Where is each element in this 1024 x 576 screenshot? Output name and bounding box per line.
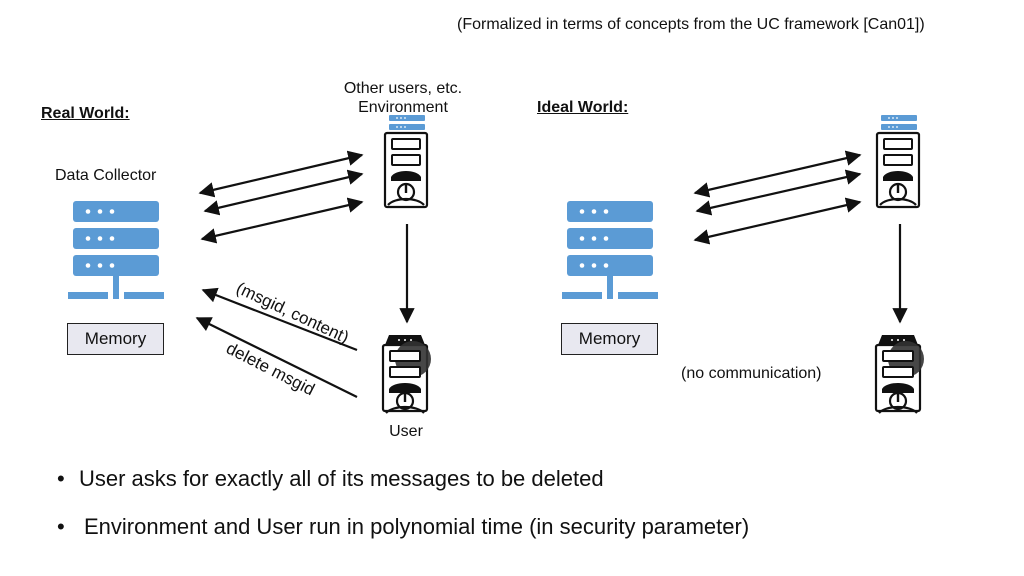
environment-label-line1: Other users, etc. (343, 80, 463, 97)
real-environment-icon (383, 113, 429, 209)
ideal-user-icon (874, 333, 926, 415)
ideal-memory-box: Memory (561, 323, 658, 355)
msg-send-arrow (201, 287, 358, 352)
environment-label-line2: Environment (358, 99, 448, 116)
real-env-arrow-1 (198, 150, 364, 198)
real-world-title: Real World: (41, 105, 130, 122)
real-env-arrow-2 (203, 169, 364, 216)
bullet-2: • Environment and User run in polynomial … (57, 514, 749, 540)
msg-delete-arrow (195, 317, 358, 398)
real-env-arrow-3 (200, 197, 364, 244)
bullet-2-text: Environment and User run in polynomial t… (84, 514, 750, 539)
bullet-1-text: User asks for exactly all of its message… (79, 466, 604, 491)
bullet-dot: • (57, 514, 65, 539)
ideal-env-arrow-3 (693, 197, 862, 245)
data-collector-label: Data Collector (55, 167, 157, 184)
msg-delete-label: delete msgid (223, 339, 318, 400)
ideal-environment-icon (875, 113, 921, 209)
ideal-env-arrow-2 (695, 169, 862, 216)
real-memory-box: Memory (67, 323, 164, 355)
bullet-dot: • (57, 466, 65, 491)
framework-note: (Formalized in terms of concepts from th… (457, 16, 925, 33)
ideal-data-collector-icon (562, 201, 658, 299)
ideal-env-arrow-1 (693, 150, 862, 198)
bullet-1: • User asks for exactly all of its messag… (57, 466, 604, 492)
user-label: User (389, 423, 423, 440)
no-communication-label: (no communication) (681, 365, 822, 382)
ideal-world-title: Ideal World: (537, 99, 629, 116)
msg-send-label: (msgid, content) (233, 278, 352, 347)
real-data-collector-icon (68, 201, 164, 299)
real-user-icon (381, 333, 433, 415)
